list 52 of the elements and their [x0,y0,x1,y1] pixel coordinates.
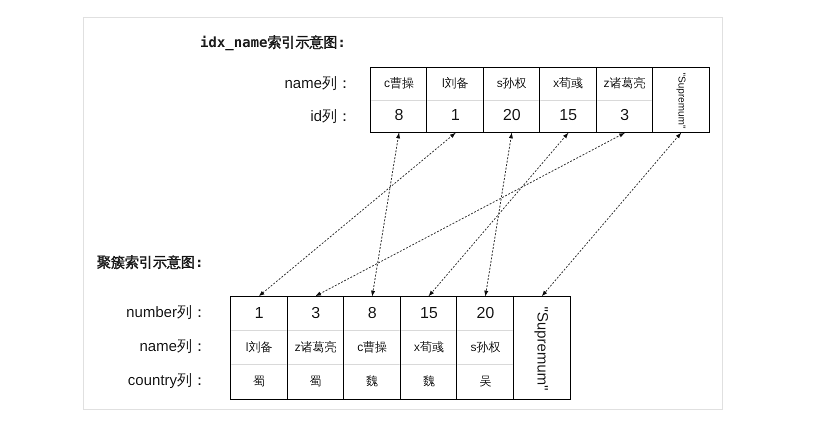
double-arrow [258,132,456,296]
row-label: name列： [139,337,207,356]
supremum-text: "Supremum" [534,306,551,390]
index-column [426,67,484,133]
cell-text: 蜀 [310,373,322,390]
cell-text: c曹操 [384,75,414,92]
double-arrow [371,132,400,296]
cell-text: l刘备 [246,339,272,356]
cell-text: 3 [620,107,629,126]
index-column [596,67,654,133]
row-label: id列： [310,107,352,126]
cell-text: z诸葛亮 [604,75,646,92]
row-label: country列： [128,371,207,390]
cell-text: 蜀 [253,373,266,390]
index-column [370,67,428,133]
cell-text: 吴 [479,373,492,390]
row-label: name列： [284,74,352,93]
index-column [539,67,598,133]
heading: 聚簇索引示意图: [97,254,204,272]
cell-text: 20 [476,304,494,323]
cell-text: 魏 [422,373,435,390]
cell-text: 1 [254,304,264,323]
index-column [400,296,458,400]
cell-text: 8 [394,107,404,126]
cell-text: x荀彧 [553,75,584,92]
cell-text: x荀彧 [414,339,444,356]
index-column [652,67,710,133]
row-label: number列： [126,303,207,322]
index-column [286,296,345,400]
index-column [513,296,572,400]
cell-text: z诸葛亮 [294,339,337,356]
index-column [343,296,402,400]
double-arrow [315,132,625,296]
cell-text: 魏 [366,373,378,390]
index-column [482,67,541,133]
cell-text: 8 [368,304,377,323]
cell-text: 15 [420,304,438,323]
double-arrow [428,132,569,296]
index-column [230,296,288,400]
heading: idx_name索引示意图: [200,34,346,52]
double-arrow [542,132,682,296]
cell-text: 1 [450,107,460,126]
index-column [456,296,514,400]
cell-text: c曹操 [357,339,388,356]
cell-text: s孙权 [496,75,527,92]
double-arrow [484,132,514,296]
cell-text: 3 [311,304,320,323]
cell-text: s孙权 [470,339,500,356]
cell-text: 15 [559,107,578,126]
supremum-text: "Supremum" [675,72,686,128]
cell-text: l刘备 [442,75,469,92]
cell-text: 20 [502,107,521,126]
